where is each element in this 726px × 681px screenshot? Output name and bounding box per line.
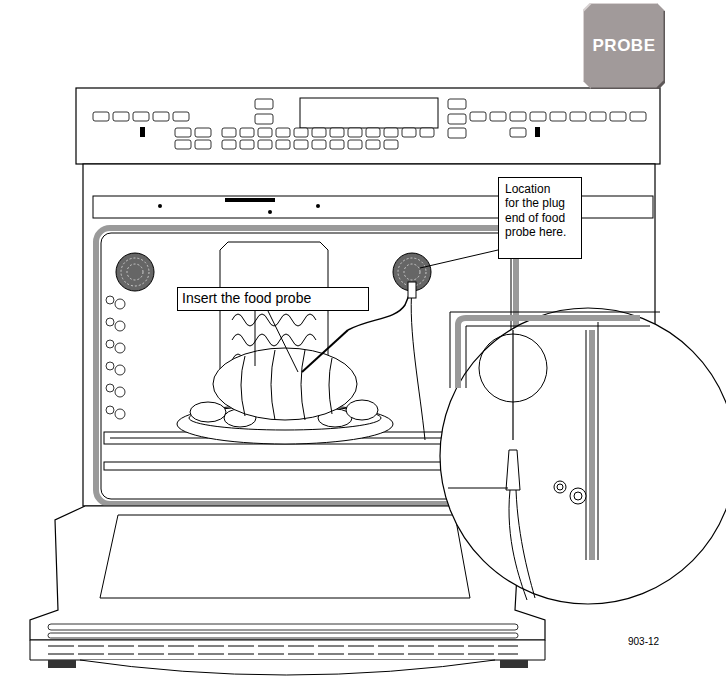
door-vents <box>48 624 518 638</box>
probe-plug <box>408 282 416 298</box>
door-slots <box>48 646 518 654</box>
magnified-view <box>440 308 726 604</box>
panel-button <box>448 99 466 109</box>
switch <box>140 127 145 137</box>
control-panel <box>76 88 660 164</box>
roast <box>213 348 357 420</box>
button-highlight <box>583 3 657 81</box>
button-shadow <box>591 11 665 89</box>
screw <box>268 210 272 214</box>
display-window <box>300 98 438 128</box>
figure-number: 903-12 <box>628 636 659 647</box>
button-face <box>583 3 665 89</box>
convection-fan <box>116 253 154 291</box>
panel-button <box>255 99 273 109</box>
foot <box>48 660 76 668</box>
probe-pin <box>512 330 513 440</box>
door-handle <box>80 660 495 675</box>
panel-buttons <box>93 112 646 149</box>
callout-box: Location for the plug end of food probe … <box>498 177 582 259</box>
probe-plug <box>506 450 520 490</box>
door-edge <box>30 640 545 660</box>
leader-line <box>268 311 298 372</box>
rack-supports <box>106 296 125 419</box>
frame-edge <box>586 322 598 560</box>
screw <box>158 204 162 208</box>
callout-text: Insert the food probe <box>182 290 364 307</box>
callout-text: Location for the plug end of food probe … <box>505 182 567 240</box>
button-label: PROBE <box>593 36 656 56</box>
leader-line <box>420 250 498 268</box>
frame-edge <box>450 312 660 388</box>
food-probe <box>302 330 348 372</box>
frame-edge <box>466 326 650 388</box>
door-window <box>100 515 470 598</box>
switch <box>535 127 540 137</box>
probe-cable <box>411 288 425 440</box>
probe-button: PROBE <box>583 3 665 89</box>
foot <box>500 660 528 668</box>
leader-line <box>255 311 256 366</box>
cavity-side <box>589 330 595 560</box>
latch <box>225 198 275 202</box>
callout-box: Insert the food probe <box>177 287 369 311</box>
cavity-corner <box>458 318 640 388</box>
leader-line <box>448 488 508 489</box>
screw <box>316 204 320 208</box>
probe-cable <box>509 490 535 600</box>
rack-supports <box>554 481 586 504</box>
